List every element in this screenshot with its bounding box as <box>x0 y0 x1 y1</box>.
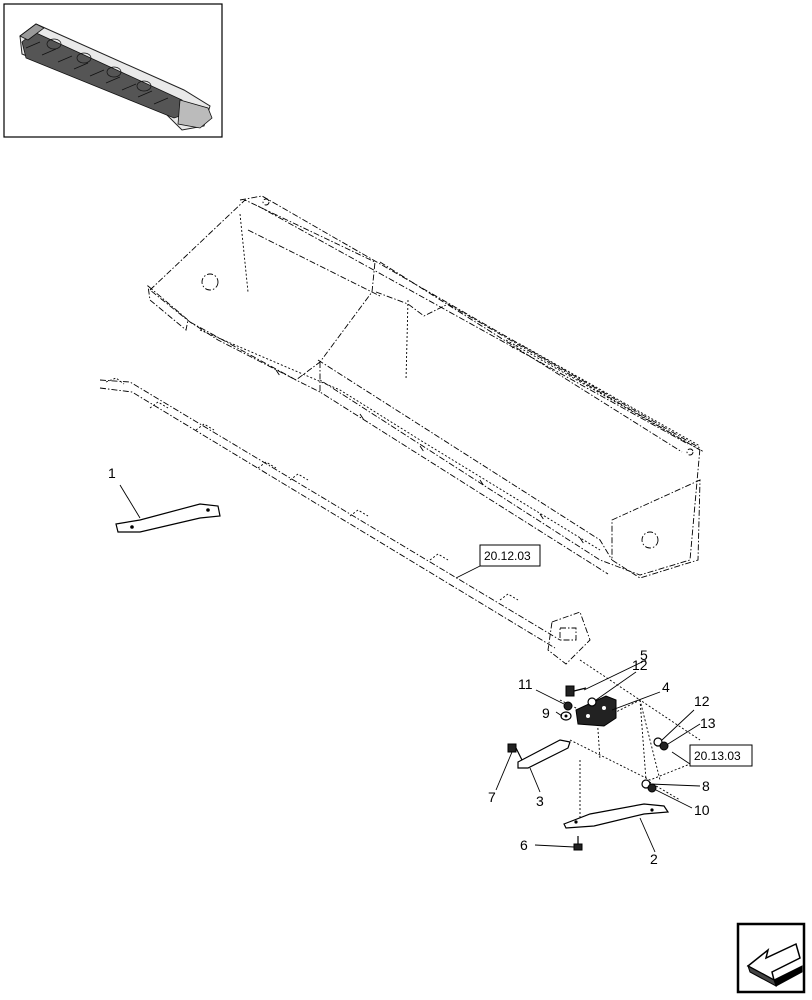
part-9-washer <box>560 711 572 721</box>
reference-box-20-12-03[interactable]: 20.12.03 <box>479 544 541 567</box>
leader-lines <box>119 484 701 853</box>
part-6-bolt <box>573 836 583 851</box>
part-2-plate <box>563 803 670 829</box>
part-12-washer-upper <box>587 697 597 707</box>
reference-box-20-13-03[interactable]: 20.13.03 <box>689 744 753 767</box>
cutterbar-outline <box>99 377 701 820</box>
callout-11: 11 <box>518 676 533 692</box>
callout-12-upper: 12 <box>632 657 648 673</box>
callout-13: 13 <box>700 715 716 731</box>
callout-7: 7 <box>488 789 496 805</box>
callout-4: 4 <box>662 679 670 695</box>
svg-text:20.13.03: 20.13.03 <box>694 749 741 763</box>
callout-5: 5 <box>640 647 648 663</box>
callout-12-lower: 12 <box>694 693 710 709</box>
part-11-nut <box>563 701 573 711</box>
svg-text:20.12.03: 20.12.03 <box>484 549 531 563</box>
part-4-bracket <box>575 695 617 727</box>
part-13-nut <box>659 741 669 751</box>
callout-6: 6 <box>520 837 528 853</box>
previous-page-arrow-icon[interactable] <box>736 922 806 994</box>
callout-1: 1 <box>108 465 116 481</box>
callout-labels: 1 2 3 4 5 6 7 8 9 10 11 12 12 13 <box>108 465 716 867</box>
callout-10: 10 <box>694 802 710 818</box>
callout-8: 8 <box>702 778 710 794</box>
callout-3: 3 <box>536 793 544 809</box>
callout-2: 2 <box>650 851 658 867</box>
callout-9: 9 <box>542 705 550 721</box>
part-10-nut <box>647 783 657 793</box>
part-1-plate <box>115 503 221 533</box>
header-thumbnail-icon[interactable] <box>3 3 223 138</box>
part-5-bolt <box>565 685 587 697</box>
part-3-strap <box>517 739 571 769</box>
header-frame-outline <box>147 195 705 579</box>
